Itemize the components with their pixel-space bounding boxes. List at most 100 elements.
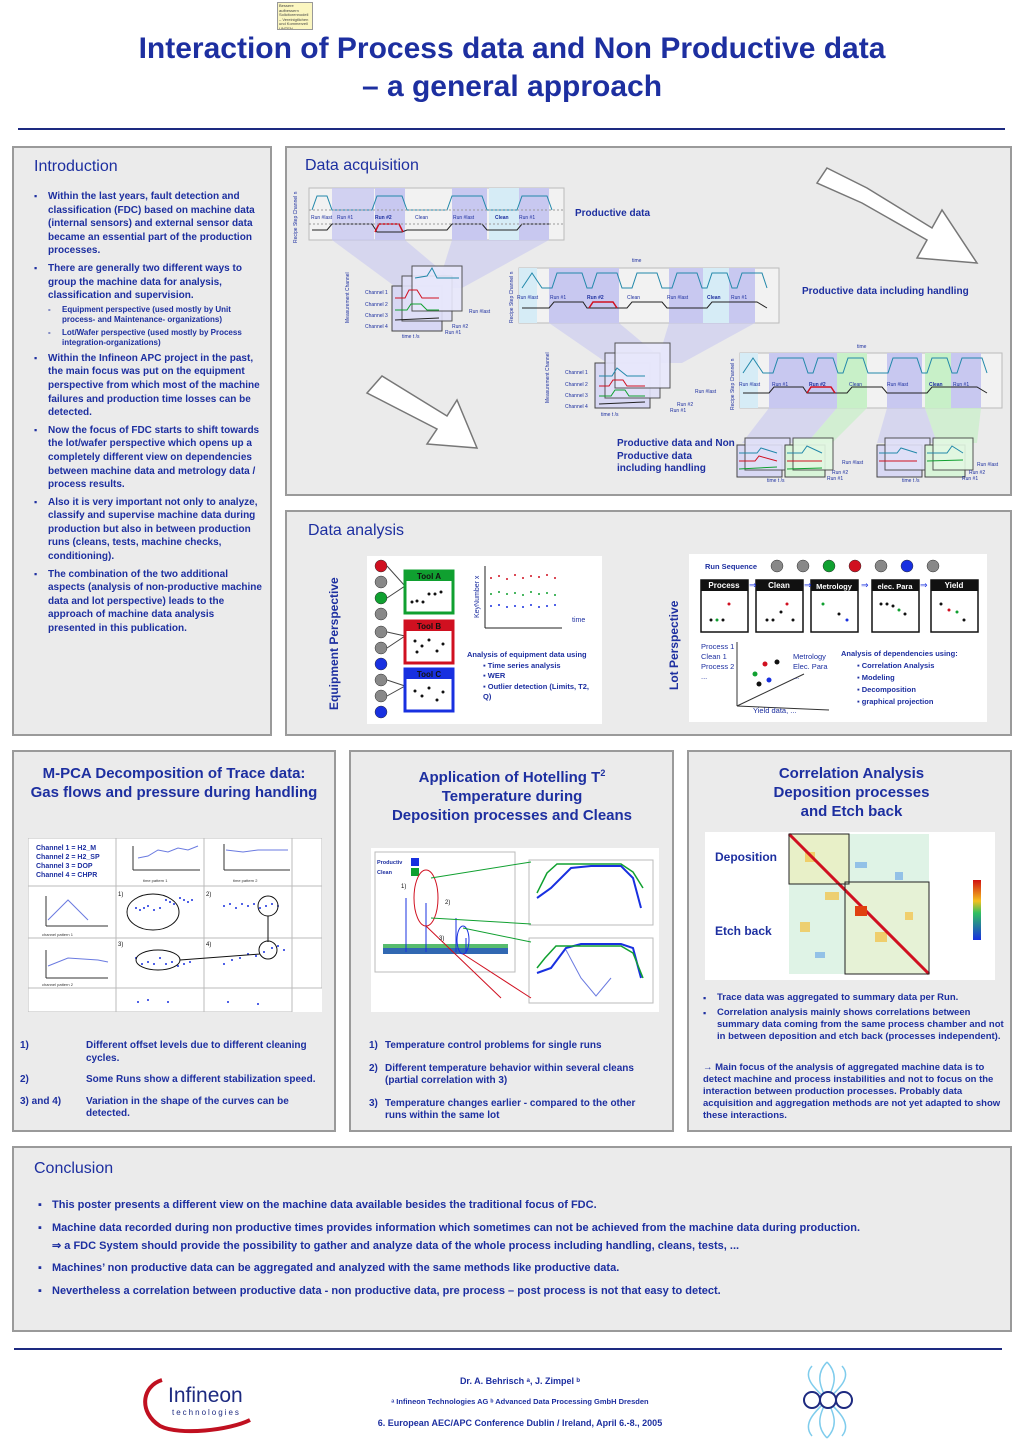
run-sequence-chips xyxy=(770,559,940,573)
correlation-arrow-note: → Main focus of the analysis of aggregat… xyxy=(703,1062,1001,1121)
conclusion-panel: Conclusion This poster presents a differ… xyxy=(12,1146,1012,1332)
cube1-channel: Channel 3 xyxy=(365,313,388,319)
equipment-item-text: Outlier detection (Limits, T2, Q) xyxy=(483,681,590,702)
tool-a-box xyxy=(403,569,455,615)
intro-heading: Introduction xyxy=(34,158,118,175)
strip3-run: Clean xyxy=(849,382,862,388)
mpca-legend-item: Channel 1 = H2_M xyxy=(36,845,97,852)
keynumber-plot xyxy=(484,566,562,629)
equipment-caption-title: Analysis of equipment data using xyxy=(467,650,587,659)
hotelling-heading-sup: 2 xyxy=(600,768,606,778)
conclusion-item: Nevertheless a correlation between produ… xyxy=(38,1284,998,1298)
cube1-channel: Channel 4 xyxy=(365,324,388,330)
strip1-run: Clean xyxy=(495,215,509,221)
step-label: Clean xyxy=(768,581,790,590)
strip2-run: Run #1 xyxy=(731,295,747,301)
projection xyxy=(742,408,837,443)
keynumber-axis: KeyNumber x xyxy=(474,575,481,618)
label-nonproductive: Productive data and Non Productive data … xyxy=(617,438,735,474)
intro-subitem-text: Equipment perspective (used mostly by Un… xyxy=(62,304,231,324)
mpca-legend: Channel 1 = H2_M Channel 2 = H2_SP Chann… xyxy=(36,844,100,880)
dependency-item: ▪ Correlation Analysis xyxy=(857,661,935,670)
mpca-legend-item: Channel 2 = H2_SP xyxy=(36,854,100,861)
cube3-time: time t /s xyxy=(767,478,785,484)
cube1-channel: Channel 1 xyxy=(365,290,388,296)
hotelling-note-key: 1) xyxy=(369,1040,378,1051)
lot-perspective-label: Lot Perspective xyxy=(667,600,681,690)
correlation-bullet: Trace data was aggregated to summary dat… xyxy=(703,992,1005,1004)
intro-bullet: The combination of the two additional as… xyxy=(34,568,262,636)
correlation-bullets: Trace data was aggregated to summary dat… xyxy=(703,992,1005,1046)
step-label: Metrology xyxy=(816,582,853,591)
strip3-axis: Recipe Step Channel n xyxy=(730,358,736,410)
mpca-mark: 3) xyxy=(118,942,123,948)
mpca-axis-label: time pattern 1 xyxy=(143,878,168,883)
strip2-run: Run #last xyxy=(517,295,539,301)
hotelling-note-text: Temperature control problems for single … xyxy=(385,1040,602,1051)
mpca-mark: 1) xyxy=(118,892,123,898)
infineon-swoosh-icon xyxy=(143,1378,251,1434)
svg-text:⇒: ⇒ xyxy=(749,580,757,590)
projection xyxy=(877,408,937,443)
handling-strip xyxy=(518,267,780,324)
conclusion-list: This poster presents a different view on… xyxy=(38,1198,998,1307)
cube1-channel: Channel 2 xyxy=(365,302,388,308)
strip1-run: Run #1 xyxy=(519,215,535,221)
logo-sub: technologies xyxy=(172,1408,241,1417)
projection xyxy=(437,240,549,288)
mpca-axis-label: time pattern 2 xyxy=(233,878,258,883)
mpca-note-text: Different offset levels due to different… xyxy=(86,1040,307,1064)
strip3-time: time xyxy=(857,344,867,350)
intro-subitem: Equipment perspective (used mostly by Un… xyxy=(48,305,262,325)
mpca-panel: M-PCA Decomposition of Trace data: Gas f… xyxy=(12,750,336,1132)
mpca-notes: 1)Different offset levels due to differe… xyxy=(20,1040,326,1130)
flow-arrow-left xyxy=(365,375,479,449)
projection xyxy=(807,408,867,443)
cube2-axis: Measurement Channel xyxy=(545,352,551,403)
conclusion-subitem: ⇒ a FDC System should provide the possib… xyxy=(52,1240,740,1252)
conclusion-item: This poster presents a different view on… xyxy=(38,1198,998,1212)
analysis-heading: Data analysis xyxy=(308,522,405,539)
hotelling-note: 2)Different temperature behavior within … xyxy=(369,1063,659,1088)
hotelling-note-key: 3) xyxy=(369,1097,378,1109)
cube2-run: Run #1 xyxy=(670,408,686,414)
sticky-note: Bessere aufbessern Solicitorennodell – V… xyxy=(277,2,313,30)
cube2-time: time t /s xyxy=(601,412,619,418)
hotelling-mark: 1) xyxy=(401,884,406,890)
equipment-analysis-box: Tool A Tool B Tool C KeyNumber x time An… xyxy=(367,556,602,724)
strip3-run: Run #last xyxy=(739,382,761,388)
intro-bullets: Within the last years, fault detection a… xyxy=(34,190,262,640)
mpca-note-text: Variation in the shape of the curves can… xyxy=(86,1095,289,1120)
label-handling: Productive data including handling xyxy=(802,286,969,297)
analysis-panel: Data analysis Equipment Perspective Lot … xyxy=(285,510,1012,736)
footer-affiliations: ᵃ Infineon Technologies AG ᵇ Advanced Da… xyxy=(391,1397,649,1406)
mpca-mark: 2) xyxy=(206,892,211,898)
cube2-channel: Channel 3 xyxy=(565,393,588,399)
title-line-2: – a general approach xyxy=(361,70,663,103)
mpca-figure: channel pattern 1 channel pattern 2 time… xyxy=(28,838,322,1012)
strip3-run: Run #1 xyxy=(772,382,788,388)
hotelling-diagram: 1) 2) 3) xyxy=(374,851,654,1004)
intro-subitem: Lot/Wafer perspective (used mostly by Pr… xyxy=(48,328,262,348)
equipment-item-text: Time series analysis xyxy=(487,660,561,670)
tool-c-label: Tool C xyxy=(417,670,442,679)
equipment-diagram: Tool A Tool B Tool C KeyNumber x time xyxy=(374,559,585,719)
acquisition-diagram: Recipe Step Channel n Run #last Run #1 R… xyxy=(293,167,1003,484)
step-label: Yield xyxy=(945,581,964,590)
time-axis: time xyxy=(572,617,585,624)
metro-item: Elec. Para xyxy=(793,662,828,671)
cube4-run: Run #2 xyxy=(969,470,985,476)
title-line-1: Interaction of Process data and Non Prod… xyxy=(138,32,886,65)
cube3-run: Run #last xyxy=(842,460,864,466)
svg-text:⇒: ⇒ xyxy=(920,580,928,590)
projection xyxy=(657,323,755,363)
hotelling-note: 1) Temperature control problems for singl… xyxy=(369,1040,659,1053)
strip1-run: Run #1 xyxy=(337,215,353,221)
projection xyxy=(925,408,981,443)
dependency-caption-title: Analysis of dependencies using: xyxy=(841,649,958,658)
yield-axis-label: Yield data, ... xyxy=(753,706,797,715)
strip2-run: Run #last xyxy=(667,295,689,301)
dependency-item-text: graphical projection xyxy=(861,697,934,706)
step-label: Process xyxy=(708,581,740,590)
hotelling-mark: 2) xyxy=(445,900,450,906)
